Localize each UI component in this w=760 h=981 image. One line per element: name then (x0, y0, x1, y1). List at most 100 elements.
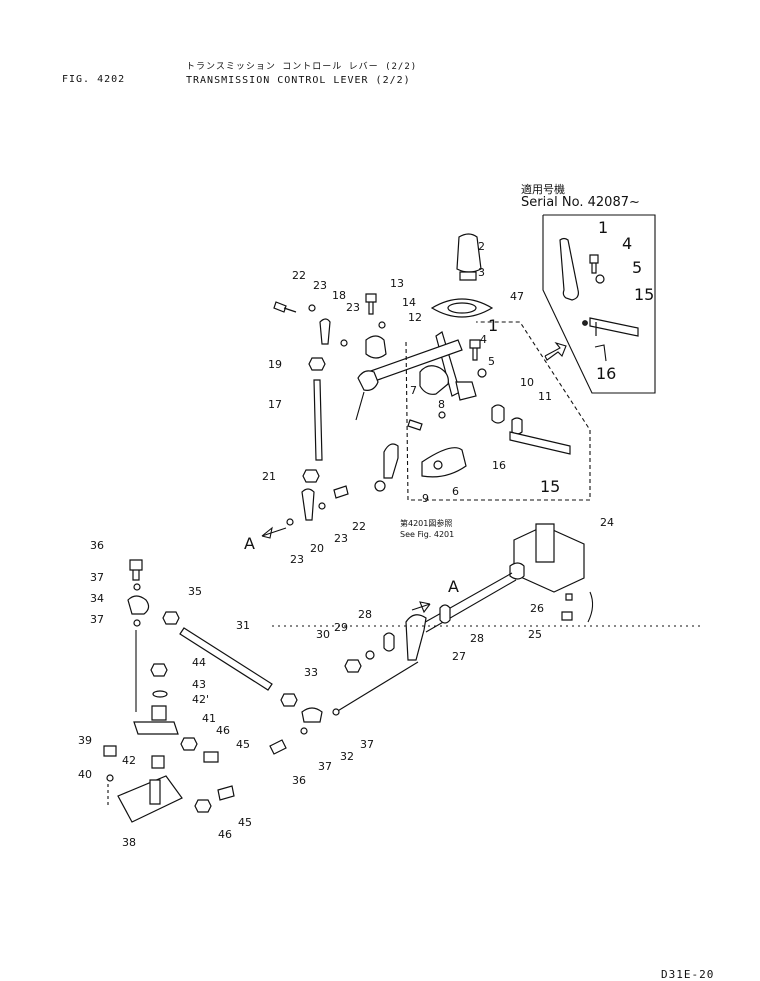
plate-hole (433, 460, 443, 470)
callout-c47: 47 (510, 290, 524, 303)
lower-shaft-edge (425, 579, 517, 633)
lever-41 (133, 721, 179, 735)
callout-cA1: A (244, 534, 255, 553)
callout-c20: 20 (310, 542, 324, 555)
callout-c37c: 37 (360, 738, 374, 751)
rod-end-32 (301, 707, 323, 723)
callout-c39: 39 (78, 734, 92, 747)
rod-17 (313, 379, 323, 461)
callout-c5: 5 (488, 355, 495, 368)
nut-33 (280, 693, 298, 707)
callout-c24: 24 (600, 516, 614, 529)
washer-14 (378, 321, 386, 329)
callout-c37d: 37 (318, 760, 332, 773)
callout-c13: 13 (390, 277, 404, 290)
washer-40 (106, 774, 114, 782)
arm-27 (405, 614, 427, 661)
knob (456, 233, 482, 273)
reference-note-japanese: 第4201図参照 (400, 519, 453, 528)
bolt-22-low (333, 485, 349, 499)
callout-c10: 10 (520, 376, 534, 389)
collar-42 (151, 755, 165, 769)
callout-c18: 18 (332, 289, 346, 302)
callout-c3: 3 (478, 266, 485, 279)
nut-19 (308, 357, 326, 371)
bushing-28a (383, 632, 395, 652)
callout-c45b: 45 (238, 816, 252, 829)
callout-c46a: 46 (216, 724, 230, 737)
rod-end-9 (383, 443, 399, 479)
bolt-45a (203, 751, 219, 763)
callout-c1: 1 (488, 316, 498, 335)
callout-c16: 16 (492, 459, 506, 472)
nut-30 (344, 659, 362, 673)
inset-plate (589, 317, 639, 337)
lever-hub (419, 365, 449, 395)
figure-number: FIG. 4202 (62, 74, 126, 85)
knob-nut (459, 271, 477, 281)
bolt-39 (103, 745, 117, 757)
variant-inset-outline (542, 214, 656, 394)
callout-c6: 6 (452, 485, 459, 498)
callout-s15: 15 (634, 285, 654, 304)
nut-21 (302, 469, 320, 483)
callout-s4: 4 (622, 234, 632, 253)
washer-37c (332, 708, 340, 716)
callout-c35: 35 (188, 585, 202, 598)
callout-c8: 8 (438, 398, 445, 411)
serial-label-japanese: 適用号機 (521, 183, 565, 196)
callout-c46b: 46 (218, 828, 232, 841)
callout-c43: 43 (192, 678, 206, 691)
callout-c25: 25 (528, 628, 542, 641)
callout-c34: 34 (90, 592, 104, 605)
nut-46b (194, 799, 212, 813)
callout-c27: 27 (452, 650, 466, 663)
washer-29 (365, 650, 375, 660)
washer-43 (152, 690, 168, 698)
post-on-plate (149, 779, 161, 805)
callout-c42a: 42' (192, 693, 209, 706)
callout-c37a: 37 (90, 571, 104, 584)
rod-31 (179, 627, 273, 691)
inset-washer (595, 274, 605, 284)
drawing-code: D31E-20 (661, 968, 715, 981)
callout-c29: 29 (334, 621, 348, 634)
title-japanese: トランスミッション コントロール レバー (2/2) (186, 62, 418, 72)
callout-c36a: 36 (90, 539, 104, 552)
lower-shaft (419, 572, 513, 626)
title-english: TRANSMISSION CONTROL LEVER (2/2) (186, 75, 411, 86)
callout-cA2: A (448, 577, 459, 596)
callout-c23d: 23 (290, 553, 304, 566)
bolt-22-top (273, 301, 297, 313)
bolt-36-low (269, 739, 287, 755)
bolt-36-top (129, 559, 143, 581)
inset-arrow (544, 341, 567, 361)
washer-5 (477, 368, 487, 378)
callout-c19: 19 (268, 358, 282, 371)
callout-c45a: 45 (236, 738, 250, 751)
inset-pin (582, 320, 588, 326)
shaft-stub (355, 391, 365, 421)
callout-c38: 38 (122, 836, 136, 849)
bolt-45b (217, 785, 235, 801)
bolt-25 (561, 611, 573, 621)
rod-end-20 (301, 488, 315, 521)
callout-c31: 31 (236, 619, 250, 632)
bolt-7 (407, 419, 423, 431)
arrow-a2 (411, 603, 431, 611)
callout-c30: 30 (316, 628, 330, 641)
callout-c22b: 22 (352, 520, 366, 533)
clamp-arm (455, 381, 477, 401)
washer-37d (300, 727, 308, 735)
callout-c28a: 28 (358, 608, 372, 621)
arrow-a1-head (261, 526, 273, 539)
collar-42p (151, 705, 167, 721)
yoke-12 (365, 335, 387, 359)
washer-8 (438, 411, 446, 419)
callout-c7: 7 (410, 384, 417, 397)
collar-10 (491, 404, 505, 424)
callout-s1: 1 (598, 218, 608, 237)
inset-lever (559, 237, 579, 301)
